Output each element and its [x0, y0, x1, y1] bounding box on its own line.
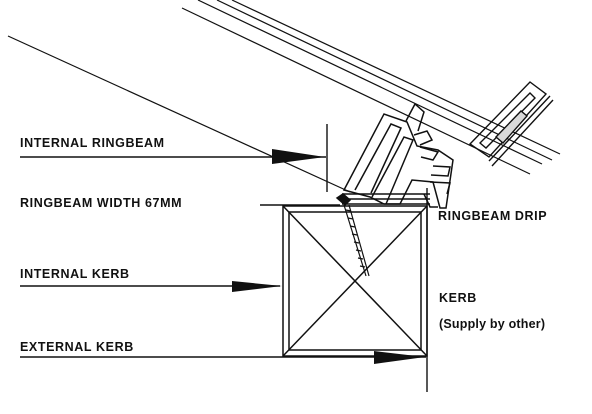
internal-ringbeam-arrow: [272, 149, 325, 164]
glazing-bar-end: [468, 81, 554, 167]
label-internal-ringbeam: INTERNAL RINGBEAM: [20, 136, 165, 150]
arrowheads: [232, 149, 425, 364]
label-ringbeam-width: RINGBEAM WIDTH 67MM: [20, 196, 183, 210]
label-supply-by-other: (Supply by other): [439, 317, 546, 331]
kerb-box: [282, 205, 428, 357]
label-ringbeam-drip: RINGBEAM DRIP: [438, 209, 548, 223]
external-kerb-arrow: [374, 351, 425, 364]
ringbeam-profile: [335, 102, 454, 209]
leader-lines: [20, 124, 428, 392]
fixing-screw: [343, 204, 370, 277]
roof-slope-lines: [7, 0, 561, 193]
label-external-kerb: EXTERNAL KERB: [20, 340, 134, 354]
label-internal-kerb: INTERNAL KERB: [20, 267, 130, 281]
internal-kerb-arrow: [232, 281, 282, 292]
label-kerb: KERB: [439, 291, 477, 305]
